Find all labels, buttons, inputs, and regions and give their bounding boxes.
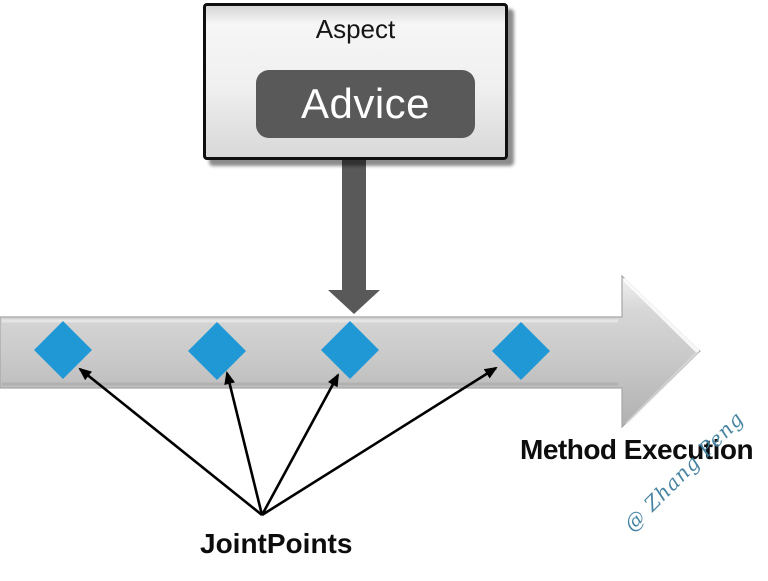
- method-execution-label: Method Execution: [520, 434, 754, 465]
- jointpoints-label: JointPoints: [200, 528, 353, 559]
- jointpoint-pointer-line-2: [224, 371, 264, 516]
- jointpoint-diamond-3: [321, 321, 379, 379]
- advice-connector-arrow: [328, 158, 380, 314]
- jointpoint-diamond-2: [188, 322, 246, 380]
- arrowhead-top-highlight: [623, 277, 700, 353]
- jointpoint-pointer-line-3: [260, 373, 340, 516]
- arrowhead-bottom-highlight: [625, 351, 699, 425]
- jointpoint-diamond-1: [34, 321, 92, 379]
- aspect-box: Aspect Advice: [203, 3, 508, 160]
- jointpoint-pointer-line-4: [261, 366, 498, 517]
- aspect-label: Aspect: [315, 14, 396, 44]
- advice-box: Advice: [256, 70, 475, 138]
- jointpoint-pointer-line-1: [78, 367, 263, 517]
- advice-label: Advice: [300, 80, 431, 127]
- jointpoint-diamond-4: [492, 322, 550, 380]
